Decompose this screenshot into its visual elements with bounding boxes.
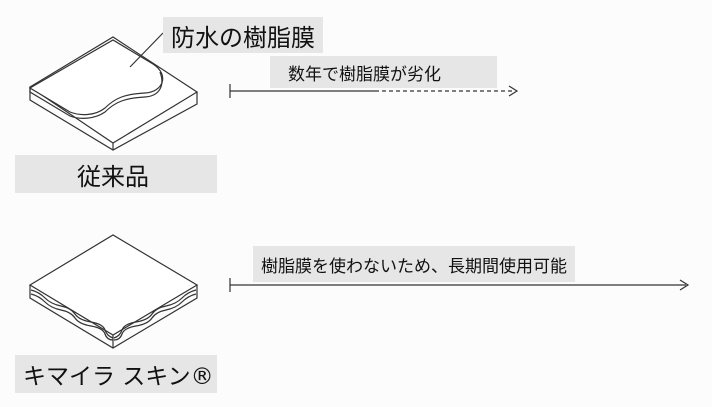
chimera-slab-illustration (28, 234, 199, 349)
chimera-product-label: キマイラ スキン® (15, 355, 217, 393)
chimera-longevity-note: 樹脂膜を使わないため、長期間使用可能 (253, 246, 575, 282)
conventional-degradation-note: 数年で樹脂膜が劣化 (270, 56, 497, 88)
film-leader-line (129, 32, 164, 68)
conventional-lifespan-arrow (229, 84, 519, 98)
conventional-product-label: 従来品 (15, 155, 217, 193)
conventional-slab-illustration (28, 32, 199, 151)
resin-film-label: 防水の樹脂膜 (163, 17, 323, 53)
chimera-lifespan-arrow (229, 278, 690, 292)
